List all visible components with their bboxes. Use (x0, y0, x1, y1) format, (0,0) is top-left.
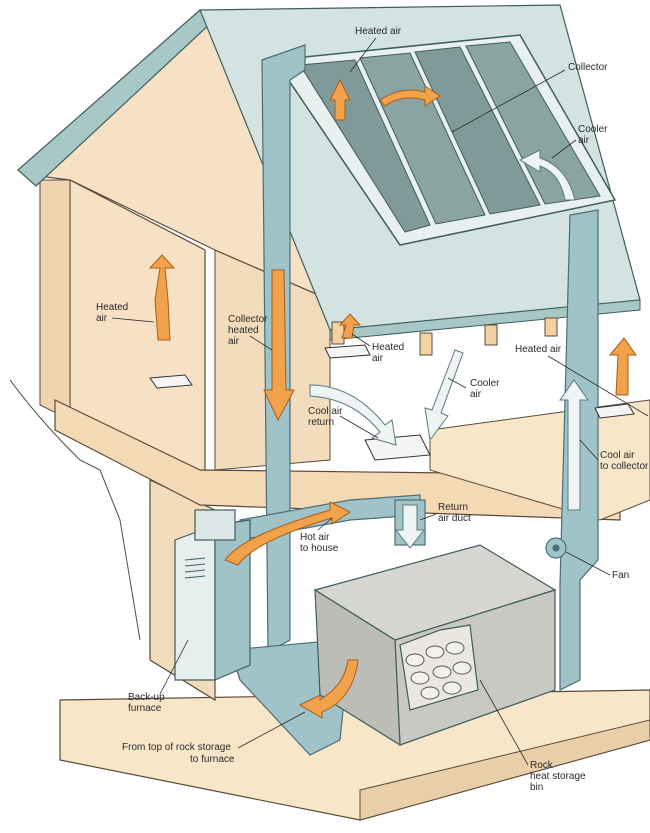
rock (442, 681, 462, 695)
rock (452, 661, 472, 675)
leader-cool-air-return (339, 415, 379, 439)
outer-wall (39, 179, 71, 421)
backup-furnace (174, 509, 251, 681)
leader-return-air-duct (419, 513, 437, 521)
collector-panel-3 (414, 46, 541, 215)
rock (445, 641, 465, 655)
leader-collector-heated-air (249, 335, 273, 351)
label-fan: Fan (612, 570, 629, 581)
bin-side (314, 588, 401, 747)
cool-air-return-arrow (309, 384, 397, 446)
leader-hot-air-to-house (317, 517, 333, 531)
return-air-duct-arrow (394, 504, 426, 549)
cool-air-return-grille (364, 434, 431, 461)
furnace-vent (184, 563, 206, 567)
heated-air-arrow (148, 254, 176, 341)
rafter-tail (484, 324, 498, 346)
furnace-top (194, 509, 236, 541)
heated-air-arrows (148, 78, 637, 719)
floor-register-left (149, 374, 193, 389)
leader-from-rock-storage (237, 711, 306, 749)
rafter-tail (544, 317, 558, 337)
leader-cool-air-to-collector (579, 439, 599, 461)
rock (410, 671, 430, 685)
heated-air-arrow (608, 337, 637, 396)
leader-heated-air-right (547, 355, 649, 417)
leader-collector (451, 69, 566, 133)
heated-air-arrow (338, 313, 362, 339)
leader-heated-air-mid (351, 333, 371, 347)
furnace-vent (184, 575, 206, 579)
furnace-vent (184, 557, 206, 561)
leader-fan (565, 551, 611, 576)
rock (405, 653, 425, 667)
terrain-line (9, 379, 141, 641)
storage-to-furnace-arrow (298, 659, 359, 719)
hot-air-to-house-arrow (224, 501, 351, 566)
label-heated-air-top: Heated air (355, 26, 402, 37)
heated-air-arrow (379, 85, 441, 107)
floor-register-right (594, 403, 635, 419)
leader-heated-air-left (111, 317, 155, 323)
collector-panel-4 (465, 41, 601, 205)
leader-rock-bin (479, 679, 529, 766)
slab-edge (359, 719, 650, 821)
furnace-vent (184, 569, 206, 573)
rock (420, 686, 440, 700)
leader-cooler-air-top (551, 139, 577, 159)
furnace-front (174, 524, 216, 681)
heated-air-arrow (329, 78, 351, 121)
registers (149, 344, 635, 461)
cooler-air-arrow (518, 149, 576, 201)
collector-heated-air-arrow (263, 269, 295, 422)
floor-slab (54, 399, 621, 521)
leader-heated-air-top (349, 37, 377, 73)
cooler-air-arrow (424, 349, 464, 442)
cool-air-arrows (309, 149, 589, 549)
label-collector: Collector (568, 62, 608, 73)
leader-backup-furnace (159, 639, 189, 695)
rock-storage-bin (313, 544, 557, 747)
floor-register-mid (324, 344, 371, 359)
rock (425, 645, 445, 659)
label-heated-air-right: Heated air (515, 344, 562, 355)
rock (432, 665, 452, 679)
fan-hub (552, 544, 560, 552)
cool-air-to-collector-arrow (559, 379, 589, 511)
rafter-tail (419, 332, 433, 356)
roof-edge (329, 299, 641, 341)
collector-panel-1 (299, 59, 431, 233)
leader-cooler-air-mid (447, 377, 467, 389)
